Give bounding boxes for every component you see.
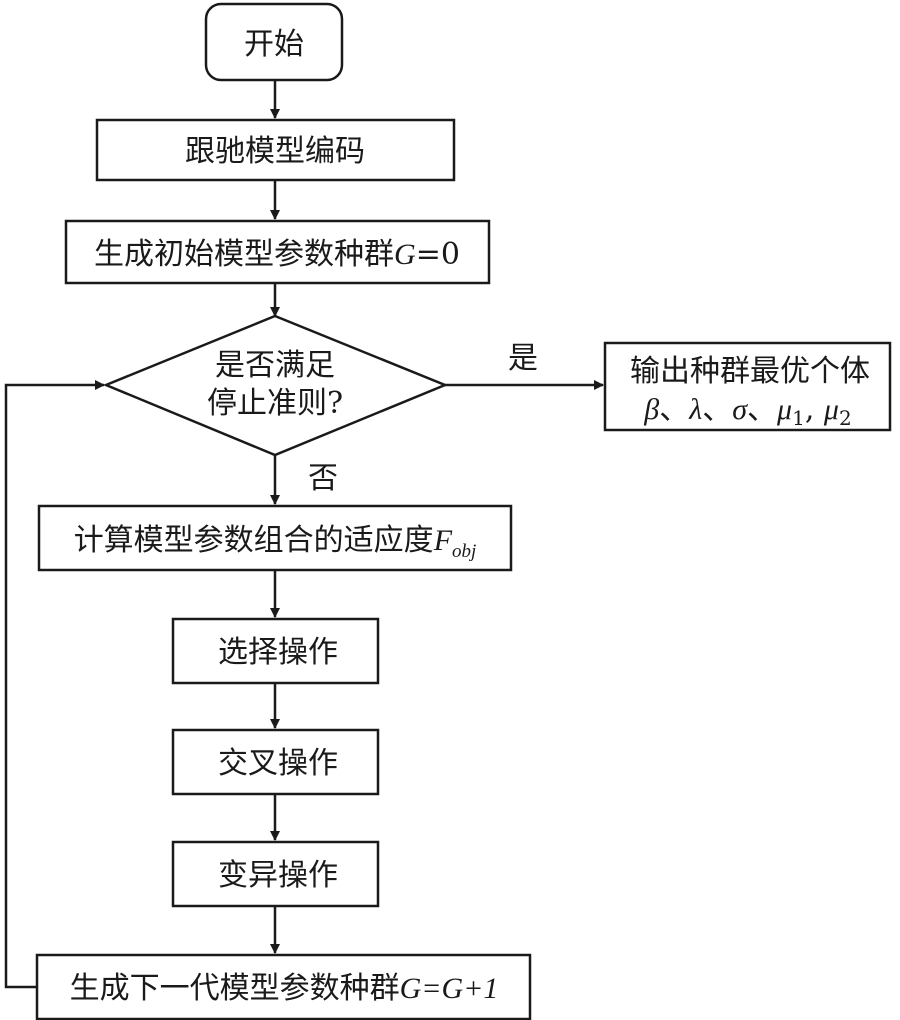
param-separator: 、 [747, 392, 777, 427]
fitness-text: 计算模型参数组合的适应度 [74, 523, 434, 558]
beta-symbol: β [643, 393, 659, 426]
next-generation-text: 生成下一代模型参数种群 [70, 971, 400, 1006]
crossover-step-label: 交叉操作 [218, 746, 338, 781]
lambda-symbol: λ [688, 393, 702, 426]
selection-step-box [171, 617, 380, 685]
param-separator: 、 [702, 392, 732, 427]
init-population-label: 生成初始模型参数种群G=0 [94, 237, 460, 272]
next-generation-box [35, 953, 532, 1020]
next-generation-expr: G=G+1 [400, 972, 499, 1005]
decision-line-2: 停止准则? [207, 386, 343, 421]
mutation-step-label: 变异操作 [218, 858, 338, 893]
mu2-subscript: 2 [839, 406, 852, 430]
init-population-box [64, 219, 491, 285]
output-params: β、λ、σ、μ1, μ2 [643, 392, 851, 430]
init-population-equals: =0 [416, 237, 460, 272]
param-separator: 、 [659, 392, 689, 427]
fitness-step-box [37, 504, 513, 572]
param-comma: , [805, 392, 824, 427]
crossover-step-box [171, 728, 380, 796]
stop-criterion-decision [102, 314, 449, 457]
encode-step-box [95, 118, 456, 182]
no-branch-label: 否 [308, 461, 338, 496]
decision-line-1: 是否满足 [215, 348, 335, 383]
mu-symbol: μ [823, 393, 839, 426]
mu-symbol: μ [776, 393, 792, 426]
fitness-subscript: obj [452, 541, 476, 562]
fitness-symbol: F [433, 524, 453, 557]
start-label: 开始 [244, 27, 304, 62]
init-population-text: 生成初始模型参数种群 [94, 237, 394, 272]
yes-branch-label: 是 [508, 341, 538, 376]
encode-step-label: 跟驰模型编码 [185, 134, 365, 169]
mutation-step-box [171, 840, 380, 908]
start-terminal [204, 2, 344, 82]
mu1-subscript: 1 [792, 406, 805, 430]
output-line-1: 输出种群最优个体 [630, 354, 870, 389]
selection-step-label: 选择操作 [218, 635, 338, 670]
fitness-step-label: 计算模型参数组合的适应度Fobj [74, 523, 477, 562]
next-generation-label: 生成下一代模型参数种群G=G+1 [70, 971, 499, 1006]
loop-back-arrow [4, 380, 105, 989]
sigma-symbol: σ [732, 393, 748, 426]
output-best-individual-box [603, 341, 892, 432]
init-population-variable: G [394, 238, 416, 271]
